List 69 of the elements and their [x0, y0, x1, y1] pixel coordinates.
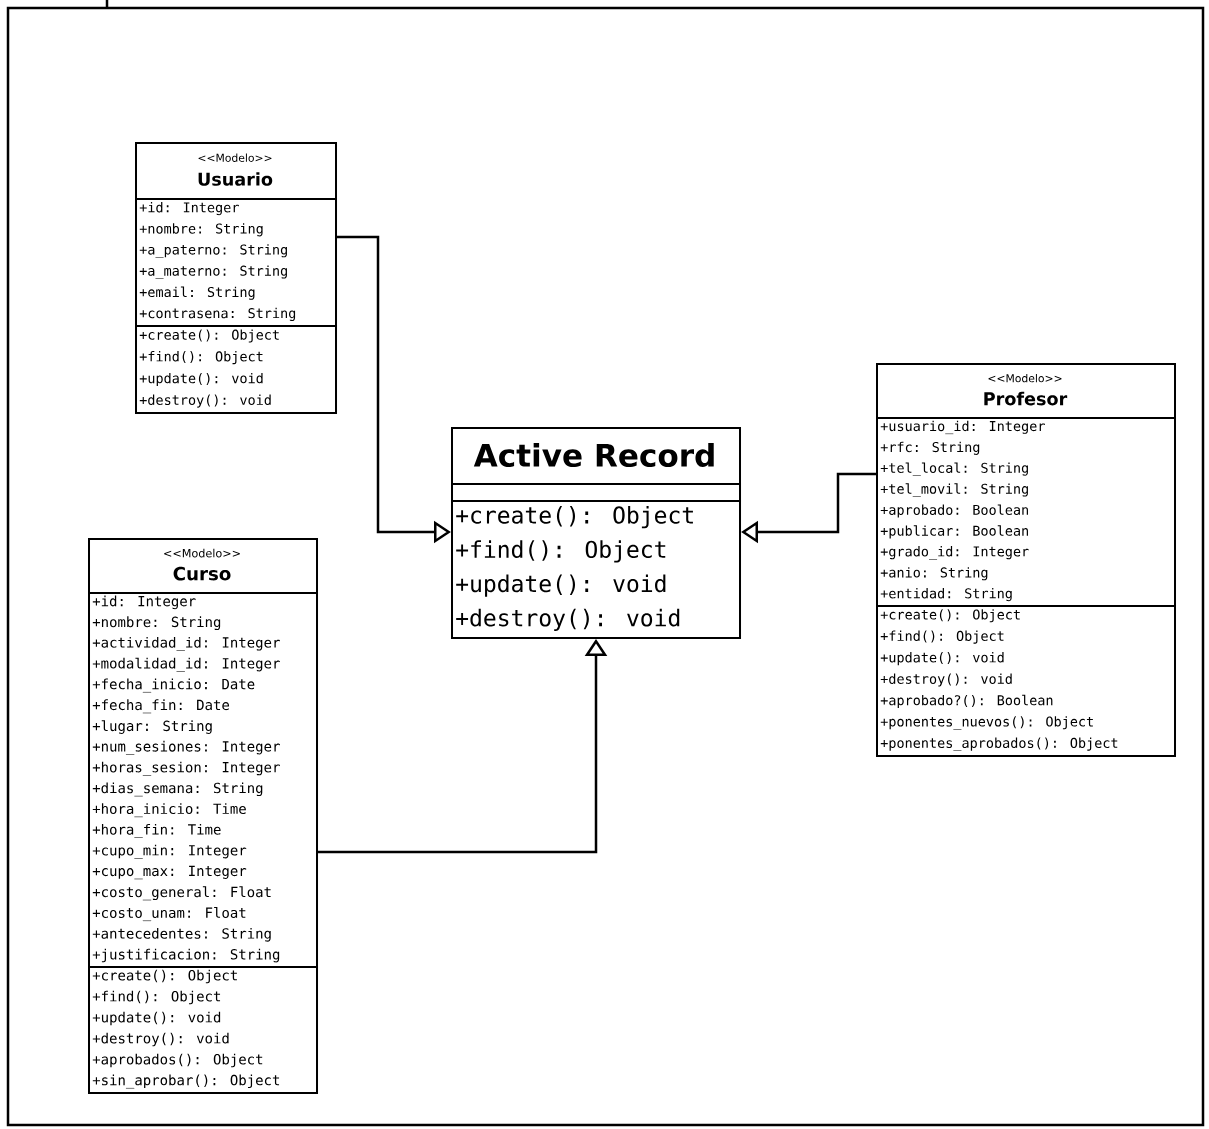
method-text: +create(): Object	[456, 506, 693, 529]
attribute-text: +hora_inicio: Time	[92, 803, 246, 818]
method-compartment	[876, 605, 1176, 757]
attribute-text: +tel_local: String	[880, 462, 1028, 476]
method-text: +destroy(): void	[139, 394, 271, 408]
method-text: +update(): void	[880, 652, 1004, 666]
attribute-text: +cupo_max: Integer	[92, 865, 247, 880]
attribute-text: +hora_fin: Time	[92, 823, 221, 838]
attribute-text: +num_sesiones: Integer	[92, 740, 280, 755]
attribute-text: +anio: String	[880, 567, 988, 581]
attribute-text: +id: Integer	[92, 595, 196, 610]
attribute-text: +id: Integer	[139, 202, 239, 216]
method-text: +find(): Object	[456, 540, 666, 563]
method-text: +aprobados(): Object	[92, 1053, 263, 1068]
method-compartment	[451, 500, 741, 639]
attribute-text: +antecedentes: String	[92, 927, 271, 942]
method-text: +find(): Object	[92, 990, 221, 1005]
method-text: +destroy(): void	[456, 608, 680, 632]
method-text: +ponentes_nuevos(): Object	[880, 716, 1093, 730]
attribute-text: +horas_sesion: Integer	[92, 761, 280, 776]
attribute-text: +fecha_inicio: Date	[92, 678, 255, 693]
method-text: +find(): Object	[139, 351, 263, 365]
method-text: +update(): void	[456, 574, 666, 597]
attribute-text: +dias_semana: String	[92, 782, 263, 797]
attribute-text: +entidad: String	[880, 588, 1012, 602]
attribute-text: +contrasena: String	[139, 307, 296, 321]
attribute-text: +costo_general: Float	[92, 886, 271, 901]
method-text: +update(): void	[92, 1011, 221, 1026]
class-name: Curso	[173, 566, 231, 581]
method-text: +create(): Object	[139, 329, 279, 343]
attribute-text: +actividad_id: Integer	[92, 636, 280, 651]
attribute-text: +modalidad_id: Integer	[92, 657, 280, 672]
method-text: +aprobado?(): Boolean	[880, 694, 1053, 708]
method-text: +create(): Object	[880, 609, 1020, 623]
attribute-text: +a_paterno: String	[139, 244, 287, 258]
empty-compartment	[451, 483, 741, 502]
method-compartment	[135, 325, 337, 414]
method-text: +ponentes_aprobados(): Object	[880, 737, 1118, 751]
method-text: +update(): void	[139, 372, 263, 386]
attribute-compartment	[135, 198, 337, 327]
attribute-text: +cupo_min: Integer	[92, 844, 247, 859]
attribute-text: +nombre: String	[92, 616, 221, 631]
attribute-text: +publicar: Boolean	[880, 525, 1028, 539]
attribute-text: +costo_unam: Float	[92, 907, 246, 922]
attribute-compartment	[88, 592, 318, 968]
class-name: Usuario	[198, 172, 273, 186]
attribute-text: +grado_id: Integer	[880, 546, 1029, 560]
method-text: +destroy(): void	[92, 1032, 229, 1047]
attribute-compartment	[876, 417, 1176, 607]
stereotype-label: <<Modelo>>	[988, 373, 1062, 383]
attribute-text: +lugar: String	[92, 720, 212, 734]
attribute-text: +rfc: String	[880, 441, 980, 455]
attribute-text: +usuario_id: Integer	[880, 420, 1045, 435]
attribute-text: +email: String	[139, 286, 255, 300]
class-name: Profesor	[984, 391, 1068, 406]
attribute-text: +tel_movil: String	[880, 483, 1028, 497]
stereotype-label: <<Modelo>>	[198, 153, 272, 162]
method-text: +sin_aprobar(): Object	[92, 1074, 280, 1089]
method-compartment	[88, 966, 318, 1094]
attribute-text: +a_materno: String	[139, 265, 287, 279]
stereotype-label: <<Modelo>>	[164, 548, 240, 558]
attribute-text: +aprobado: Boolean	[880, 504, 1028, 518]
attribute-text: +justificacion: String	[92, 948, 280, 963]
attribute-text: +fecha_fin: Date	[92, 699, 230, 714]
method-text: +create(): Object	[92, 969, 237, 984]
method-text: +destroy(): void	[880, 673, 1012, 687]
attribute-text: +nombre: String	[139, 223, 263, 237]
class-name: Active Record	[473, 442, 714, 468]
method-text: +find(): Object	[880, 630, 1004, 644]
